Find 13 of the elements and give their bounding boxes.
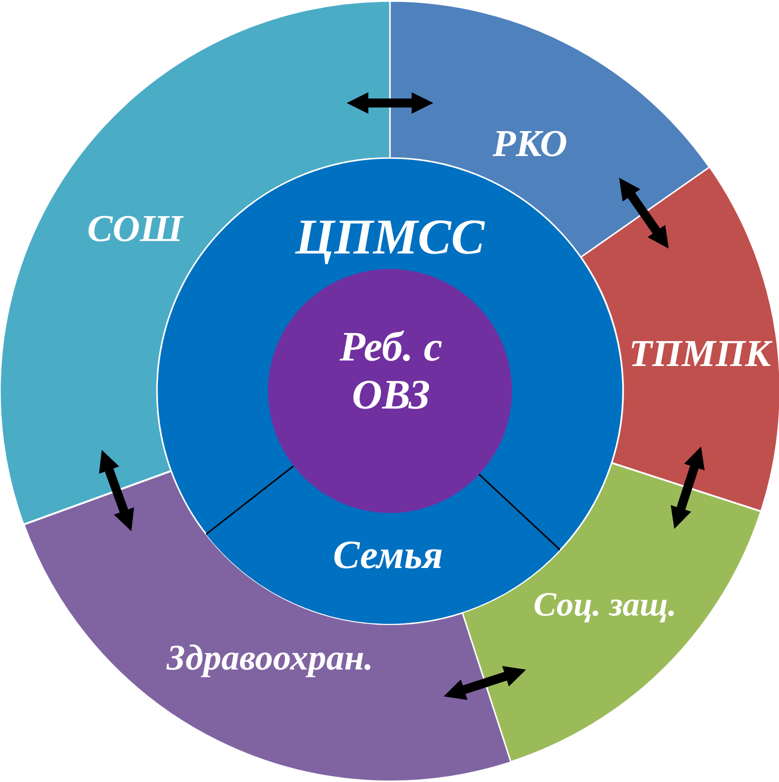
- node-label: Соц. защ.: [534, 585, 676, 625]
- node-label: РКО: [492, 123, 568, 167]
- node-label: СОШ: [87, 208, 183, 252]
- double-arrow: [98, 450, 134, 532]
- node-label: ТПМПК: [629, 333, 771, 377]
- node-label: Семья: [332, 532, 443, 578]
- double-arrow: [670, 446, 705, 529]
- node-label: Реб. с ОВЗ: [338, 324, 444, 420]
- double-arrow: [619, 178, 669, 249]
- double-arrow: [444, 666, 526, 700]
- node-label: Здравоохран.: [166, 637, 374, 679]
- double-arrow: [346, 92, 434, 114]
- node-label: ЦПМСС: [296, 208, 484, 266]
